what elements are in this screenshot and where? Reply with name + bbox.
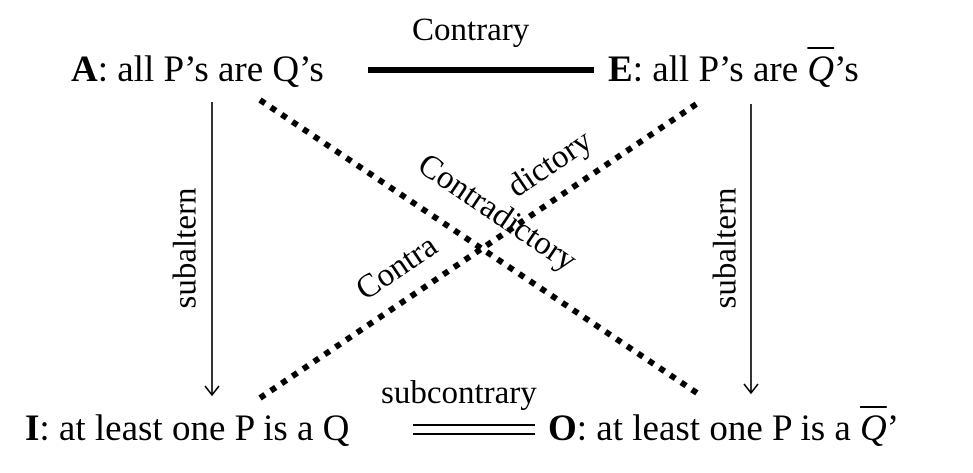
corner-O: O: at least one P is a Q’: [548, 410, 899, 447]
arrowhead-left-icon: [204, 385, 220, 397]
contradictory-IE-edge: [258, 100, 700, 401]
contradictory-AO-edge: [258, 97, 699, 396]
corner-O-letter: O: [548, 408, 577, 449]
corner-I: I: at least one P is a Q: [25, 410, 349, 447]
corner-E-letter: E: [608, 49, 633, 90]
corner-E: E: all P’s are Q’s: [608, 51, 859, 88]
corner-E-negated-term: Q: [807, 49, 835, 90]
subaltern-right-label: subaltern: [707, 187, 744, 309]
corner-O-text-pre: : at least one P is a: [576, 408, 861, 449]
corner-A: A: all P’s are Q’s: [71, 51, 324, 88]
corner-O-text-post: ’: [886, 408, 900, 449]
corner-A-letter: A: [71, 49, 98, 90]
corner-E-text-post: ’s: [834, 49, 859, 90]
corner-O-negated-term: Q: [860, 408, 887, 449]
corner-I-letter: I: [25, 408, 40, 449]
subcontrary-label: subcontrary: [381, 375, 537, 411]
subaltern-left-label: subaltern: [167, 187, 204, 309]
corner-I-text: : at least one P is a Q: [39, 408, 350, 449]
arrowhead-right-icon: [743, 383, 759, 395]
corner-E-text-pre: : all P’s are: [632, 49, 808, 90]
contrary-label: Contrary: [412, 12, 530, 48]
corner-A-text: : all P’s are Q’s: [97, 49, 324, 90]
